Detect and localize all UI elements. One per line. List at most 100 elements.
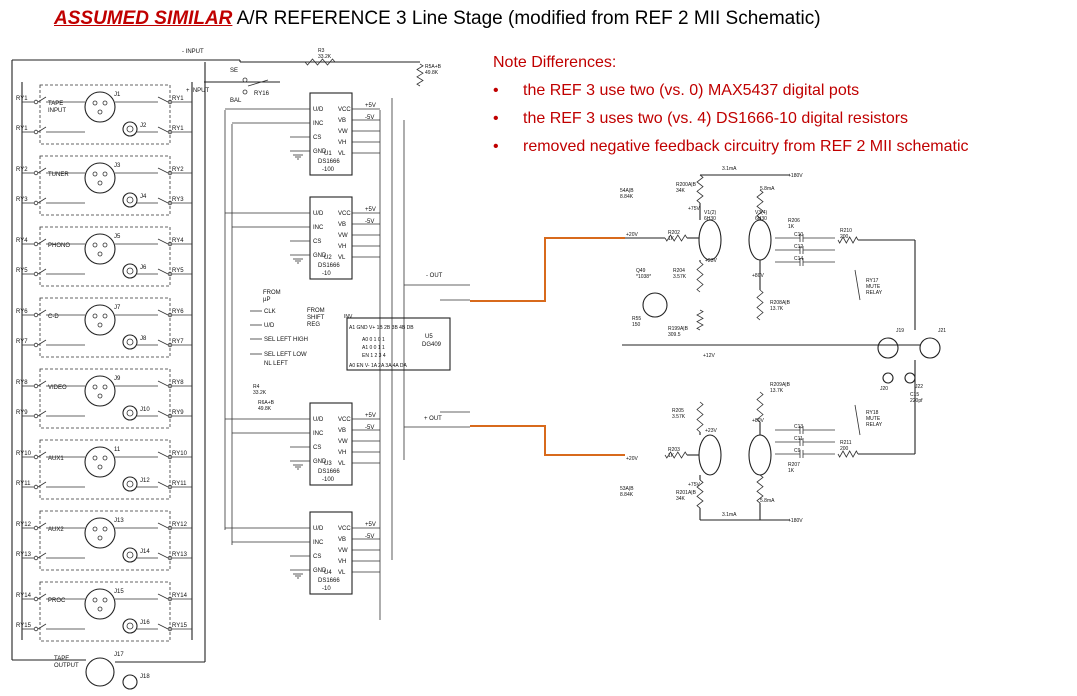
ds1666-chip xyxy=(309,92,353,176)
rca-jack xyxy=(122,547,138,563)
relay-label: RY14 xyxy=(16,593,32,599)
wire xyxy=(37,197,47,204)
wire xyxy=(37,451,47,458)
resistor xyxy=(696,401,704,433)
differences-notes: Note Differences: the REF 3 use two (vs.… xyxy=(493,49,969,161)
relay-label: RY15 xyxy=(16,623,32,629)
out-neg-label: - OUT xyxy=(426,273,443,279)
wire xyxy=(157,96,169,103)
pin-label: VCC xyxy=(338,526,351,532)
jack-label: J18 xyxy=(140,674,150,680)
wire xyxy=(157,451,169,458)
xlr-jack xyxy=(84,233,116,265)
input-name: PROC xyxy=(48,598,66,604)
xlr-pin xyxy=(92,171,98,177)
mux-pins: A1 GND V+ 1B 2B 3B 4B DB xyxy=(349,325,414,331)
relay-label: RY5 xyxy=(172,268,184,274)
relay-contact xyxy=(33,271,39,277)
wire xyxy=(157,593,169,600)
pin-label: VB xyxy=(338,222,346,228)
ds1666-chip xyxy=(309,511,353,595)
ds1666-chip xyxy=(309,402,353,486)
jack-label: J4 xyxy=(140,194,147,200)
rca-jack-center xyxy=(126,622,134,630)
chip-id: U4 xyxy=(324,570,332,576)
wire xyxy=(37,96,47,103)
sel-high-label: SEL LEFT HIGH xyxy=(264,337,308,343)
current-label: 3.1mA xyxy=(722,166,737,172)
pin-label: VH xyxy=(338,140,346,146)
relay-contact xyxy=(33,383,39,389)
wire xyxy=(157,552,169,559)
relay-label: RY12 xyxy=(16,522,32,528)
relay-label: RY7 xyxy=(172,339,184,345)
rca-jack xyxy=(122,405,138,421)
xlr-jack xyxy=(84,375,116,407)
relay-contact xyxy=(33,525,39,531)
j21-label: J21 xyxy=(938,328,946,334)
relay-contact xyxy=(167,484,173,490)
input-name: VIDEO xyxy=(48,385,67,391)
pin-label: VW xyxy=(338,129,348,135)
chip-value: -100 xyxy=(322,167,335,173)
pin-label: VCC xyxy=(338,107,351,113)
wire xyxy=(37,593,47,600)
xlr-pin xyxy=(92,455,98,461)
relay-label: RY8 xyxy=(172,380,184,386)
pin-label: VL xyxy=(338,255,346,261)
xlr-jack xyxy=(84,162,116,194)
pin-label: INC xyxy=(313,431,324,437)
xlr-jack xyxy=(84,517,116,549)
pin-label: U/D xyxy=(313,107,324,113)
pin-label: VW xyxy=(338,233,348,239)
pin-label: VL xyxy=(338,570,346,576)
rca-output-j20 xyxy=(882,372,894,384)
xlr-output-j19 xyxy=(877,337,899,359)
relay-contact xyxy=(33,170,39,176)
relay-label: RY9 xyxy=(172,410,184,416)
wire xyxy=(157,410,169,417)
xlr-pin xyxy=(97,393,103,399)
v3-label: V3(4)6H30 xyxy=(755,210,768,222)
jack-label: J15 xyxy=(114,589,124,595)
cap-label: C10 xyxy=(794,232,803,238)
q49-label: Q49*1038* xyxy=(636,268,651,280)
pin-label: VB xyxy=(338,537,346,543)
pin-label: VH xyxy=(338,244,346,250)
mux-pins: A0 EN V- 1A 2A 3A 4A DA xyxy=(349,363,407,369)
resistor xyxy=(664,234,688,242)
relay-contact xyxy=(167,312,173,318)
xlr-output-j21 xyxy=(919,337,941,359)
rca-jack-center xyxy=(126,196,134,204)
rca-jack xyxy=(122,476,138,492)
relay-label: RY15 xyxy=(172,623,188,629)
relay-contact xyxy=(167,454,173,460)
xlr-jack xyxy=(84,446,116,478)
wire xyxy=(854,404,861,436)
input-name: PHONO xyxy=(48,243,70,249)
supply-label: +5V xyxy=(365,522,376,528)
pin-label: GND xyxy=(313,568,327,574)
tube-v1 xyxy=(698,219,722,261)
rca-jack-center xyxy=(126,267,134,275)
jack-label: 11 xyxy=(114,447,121,453)
v80-label: +80V xyxy=(752,418,764,424)
relay-label: RY6 xyxy=(172,309,184,315)
resistor xyxy=(756,289,764,321)
wire xyxy=(37,339,47,346)
pin-label: VL xyxy=(338,461,346,467)
